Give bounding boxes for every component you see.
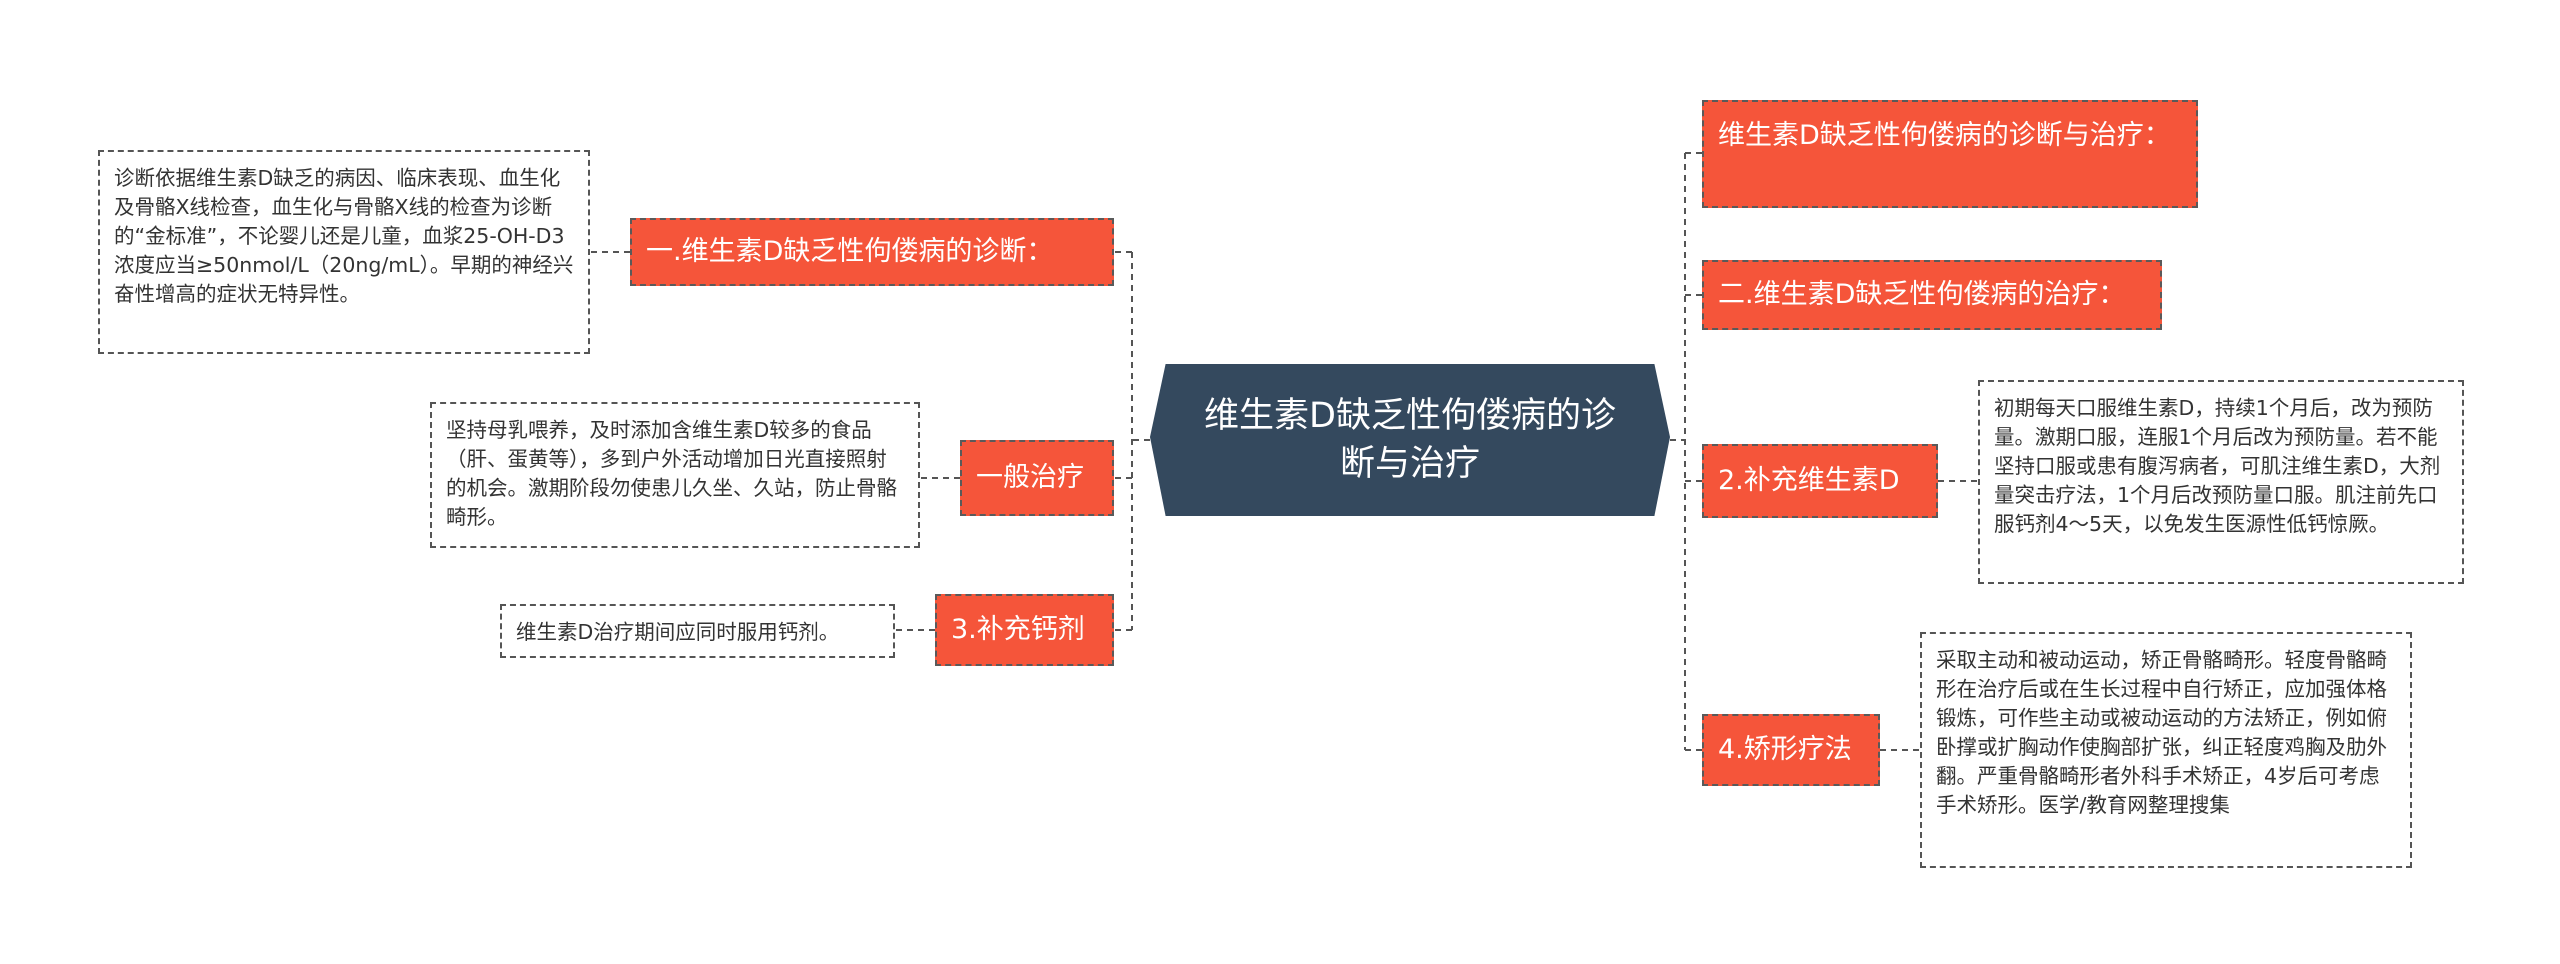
branch-treatment[interactable]: 二.维生素D缺乏性佝偻病的治疗： bbox=[1702, 260, 2162, 330]
branch-general-treatment[interactable]: 一般治疗 bbox=[960, 440, 1114, 516]
note-vitamin-d: 初期每天口服维生素D，持续1个月后，改为预防量。激期口服，连服1个月后改为预防量… bbox=[1978, 380, 2464, 584]
branch-vitamin-d[interactable]: 2.补充维生素D bbox=[1702, 444, 1938, 518]
branch-treatment-label: 二.维生素D缺乏性佝偻病的治疗： bbox=[1718, 279, 2126, 310]
branch-general-treatment-label: 一般治疗 bbox=[976, 462, 1084, 493]
branch-calcium[interactable]: 3.补充钙剂 bbox=[935, 594, 1114, 666]
note-orthopedic-text: 采取主动和被动运动，矫正骨骼畸形。轻度骨骼畸形在治疗后或在生长过程中自行矫正，应… bbox=[1936, 648, 2387, 817]
note-calcium: 维生素D治疗期间应同时服用钙剂。 bbox=[500, 604, 895, 658]
note-vitamin-d-text: 初期每天口服维生素D，持续1个月后，改为预防量。激期口服，连服1个月后改为预防量… bbox=[1994, 396, 2441, 536]
branch-calcium-label: 3.补充钙剂 bbox=[951, 614, 1085, 645]
note-general-treatment: 坚持母乳喂养，及时添加含维生素D较多的食品（肝、蛋黄等），多到户外活动增加日光直… bbox=[430, 402, 920, 548]
branch-orthopedic-label: 4.矫形疗法 bbox=[1718, 734, 1852, 765]
branch-diagnosis-treatment-label: 维生素D缺乏性佝偻病的诊断与治疗： bbox=[1718, 120, 2171, 151]
branch-diagnosis-treatment[interactable]: 维生素D缺乏性佝偻病的诊断与治疗： bbox=[1702, 100, 2198, 208]
note-general-treatment-text: 坚持母乳喂养，及时添加含维生素D较多的食品（肝、蛋黄等），多到户外活动增加日光直… bbox=[446, 418, 897, 529]
note-orthopedic: 采取主动和被动运动，矫正骨骼畸形。轻度骨骼畸形在治疗后或在生长过程中自行矫正，应… bbox=[1920, 632, 2412, 868]
branch-vitamin-d-label: 2.补充维生素D bbox=[1718, 465, 1900, 496]
branch-diagnosis-label: 一.维生素D缺乏性佝偻病的诊断： bbox=[646, 236, 1054, 267]
note-diagnosis: 诊断依据维生素D缺乏的病因、临床表现、血生化及骨骼X线检查，血生化与骨骼X线的检… bbox=[98, 150, 590, 354]
note-diagnosis-text: 诊断依据维生素D缺乏的病因、临床表现、血生化及骨骼X线检查，血生化与骨骼X线的检… bbox=[114, 166, 574, 306]
central-topic[interactable]: 维生素D缺乏性佝偻病的诊断与治疗 bbox=[1150, 364, 1670, 516]
central-topic-title: 维生素D缺乏性佝偻病的诊断与治疗 bbox=[1204, 396, 1616, 484]
branch-diagnosis[interactable]: 一.维生素D缺乏性佝偻病的诊断： bbox=[630, 218, 1114, 286]
branch-orthopedic[interactable]: 4.矫形疗法 bbox=[1702, 714, 1880, 786]
note-calcium-text: 维生素D治疗期间应同时服用钙剂。 bbox=[516, 620, 840, 644]
